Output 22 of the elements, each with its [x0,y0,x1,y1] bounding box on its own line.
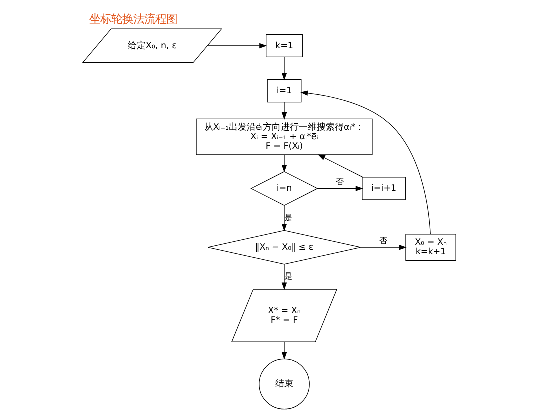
edge-label: 否 [379,234,388,245]
arrow [282,341,288,360]
node-diamond: i=n [250,170,318,206]
edge-label: 否 [336,176,344,186]
arrow [300,90,431,234]
node-box: i=1 [267,78,302,102]
node-box: 从Xᵢ₋₁出发沿e⃗ᵢ方向进行一维搜索得αᵢ*： Xᵢ = Xᵢ₋₁ + αᵢ*e⃗ᵢ F = F(Xᵢ) [196,118,373,155]
node-diamond: ‖Xₙ − X₀‖ ≤ ε [208,230,362,264]
arrow [282,264,288,290]
node-box: k=1 [266,34,303,58]
node-box: X₀ = Xₙ k=k+1 [406,234,456,261]
arrow [282,102,288,120]
node-circle: 结束 [259,358,310,410]
arrow [318,186,364,191]
diagram-title: 坐标轮换法流程图 [89,12,178,26]
node-box: i=i+1 [362,176,406,200]
arrow [318,154,364,178]
arrow [282,56,288,80]
arrow [282,204,288,231]
arrow [360,244,407,250]
arrow [207,42,268,48]
arrow [282,154,288,172]
